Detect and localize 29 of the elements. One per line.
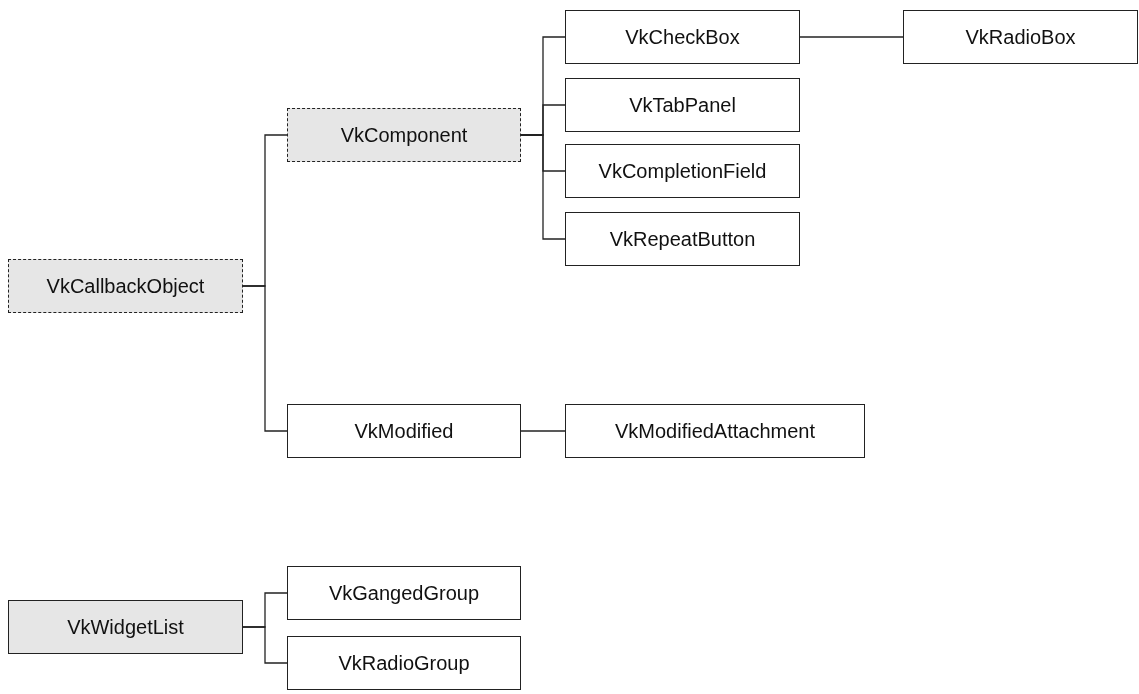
class-name: VkWidgetList: [67, 615, 184, 639]
class-name: VkRadioGroup: [338, 651, 470, 675]
class-box: [565, 212, 800, 266]
class-name: VkRepeatButton: [609, 227, 756, 251]
class-box: [8, 600, 243, 654]
connector-line: [242, 285, 288, 432]
connector-line: [520, 134, 566, 240]
connector-line: [242, 626, 288, 664]
class-name: VkModifiedAttachment: [614, 419, 816, 443]
class-box: [565, 144, 800, 198]
class-box: [565, 10, 800, 64]
class-box: [565, 404, 865, 458]
abstract-class-box: [8, 259, 243, 313]
class-name: VkCompletionField: [598, 159, 767, 183]
class-box: [287, 404, 521, 458]
connector-line: [520, 430, 566, 432]
class-name: VkComponent: [340, 123, 468, 147]
class-box: [287, 566, 521, 620]
class-name: VkCallbackObject: [46, 274, 205, 298]
class-box: [565, 78, 800, 132]
abstract-class-box: [287, 108, 521, 162]
class-name: VkTabPanel: [629, 93, 736, 117]
connector-line: [799, 36, 904, 38]
class-box: [287, 636, 521, 690]
class-box: [903, 10, 1138, 64]
class-name: VkModified: [354, 419, 454, 443]
class-name: VkCheckBox: [625, 25, 740, 49]
class-name: VkGangedGroup: [328, 581, 480, 605]
class-name: VkRadioBox: [965, 25, 1076, 49]
